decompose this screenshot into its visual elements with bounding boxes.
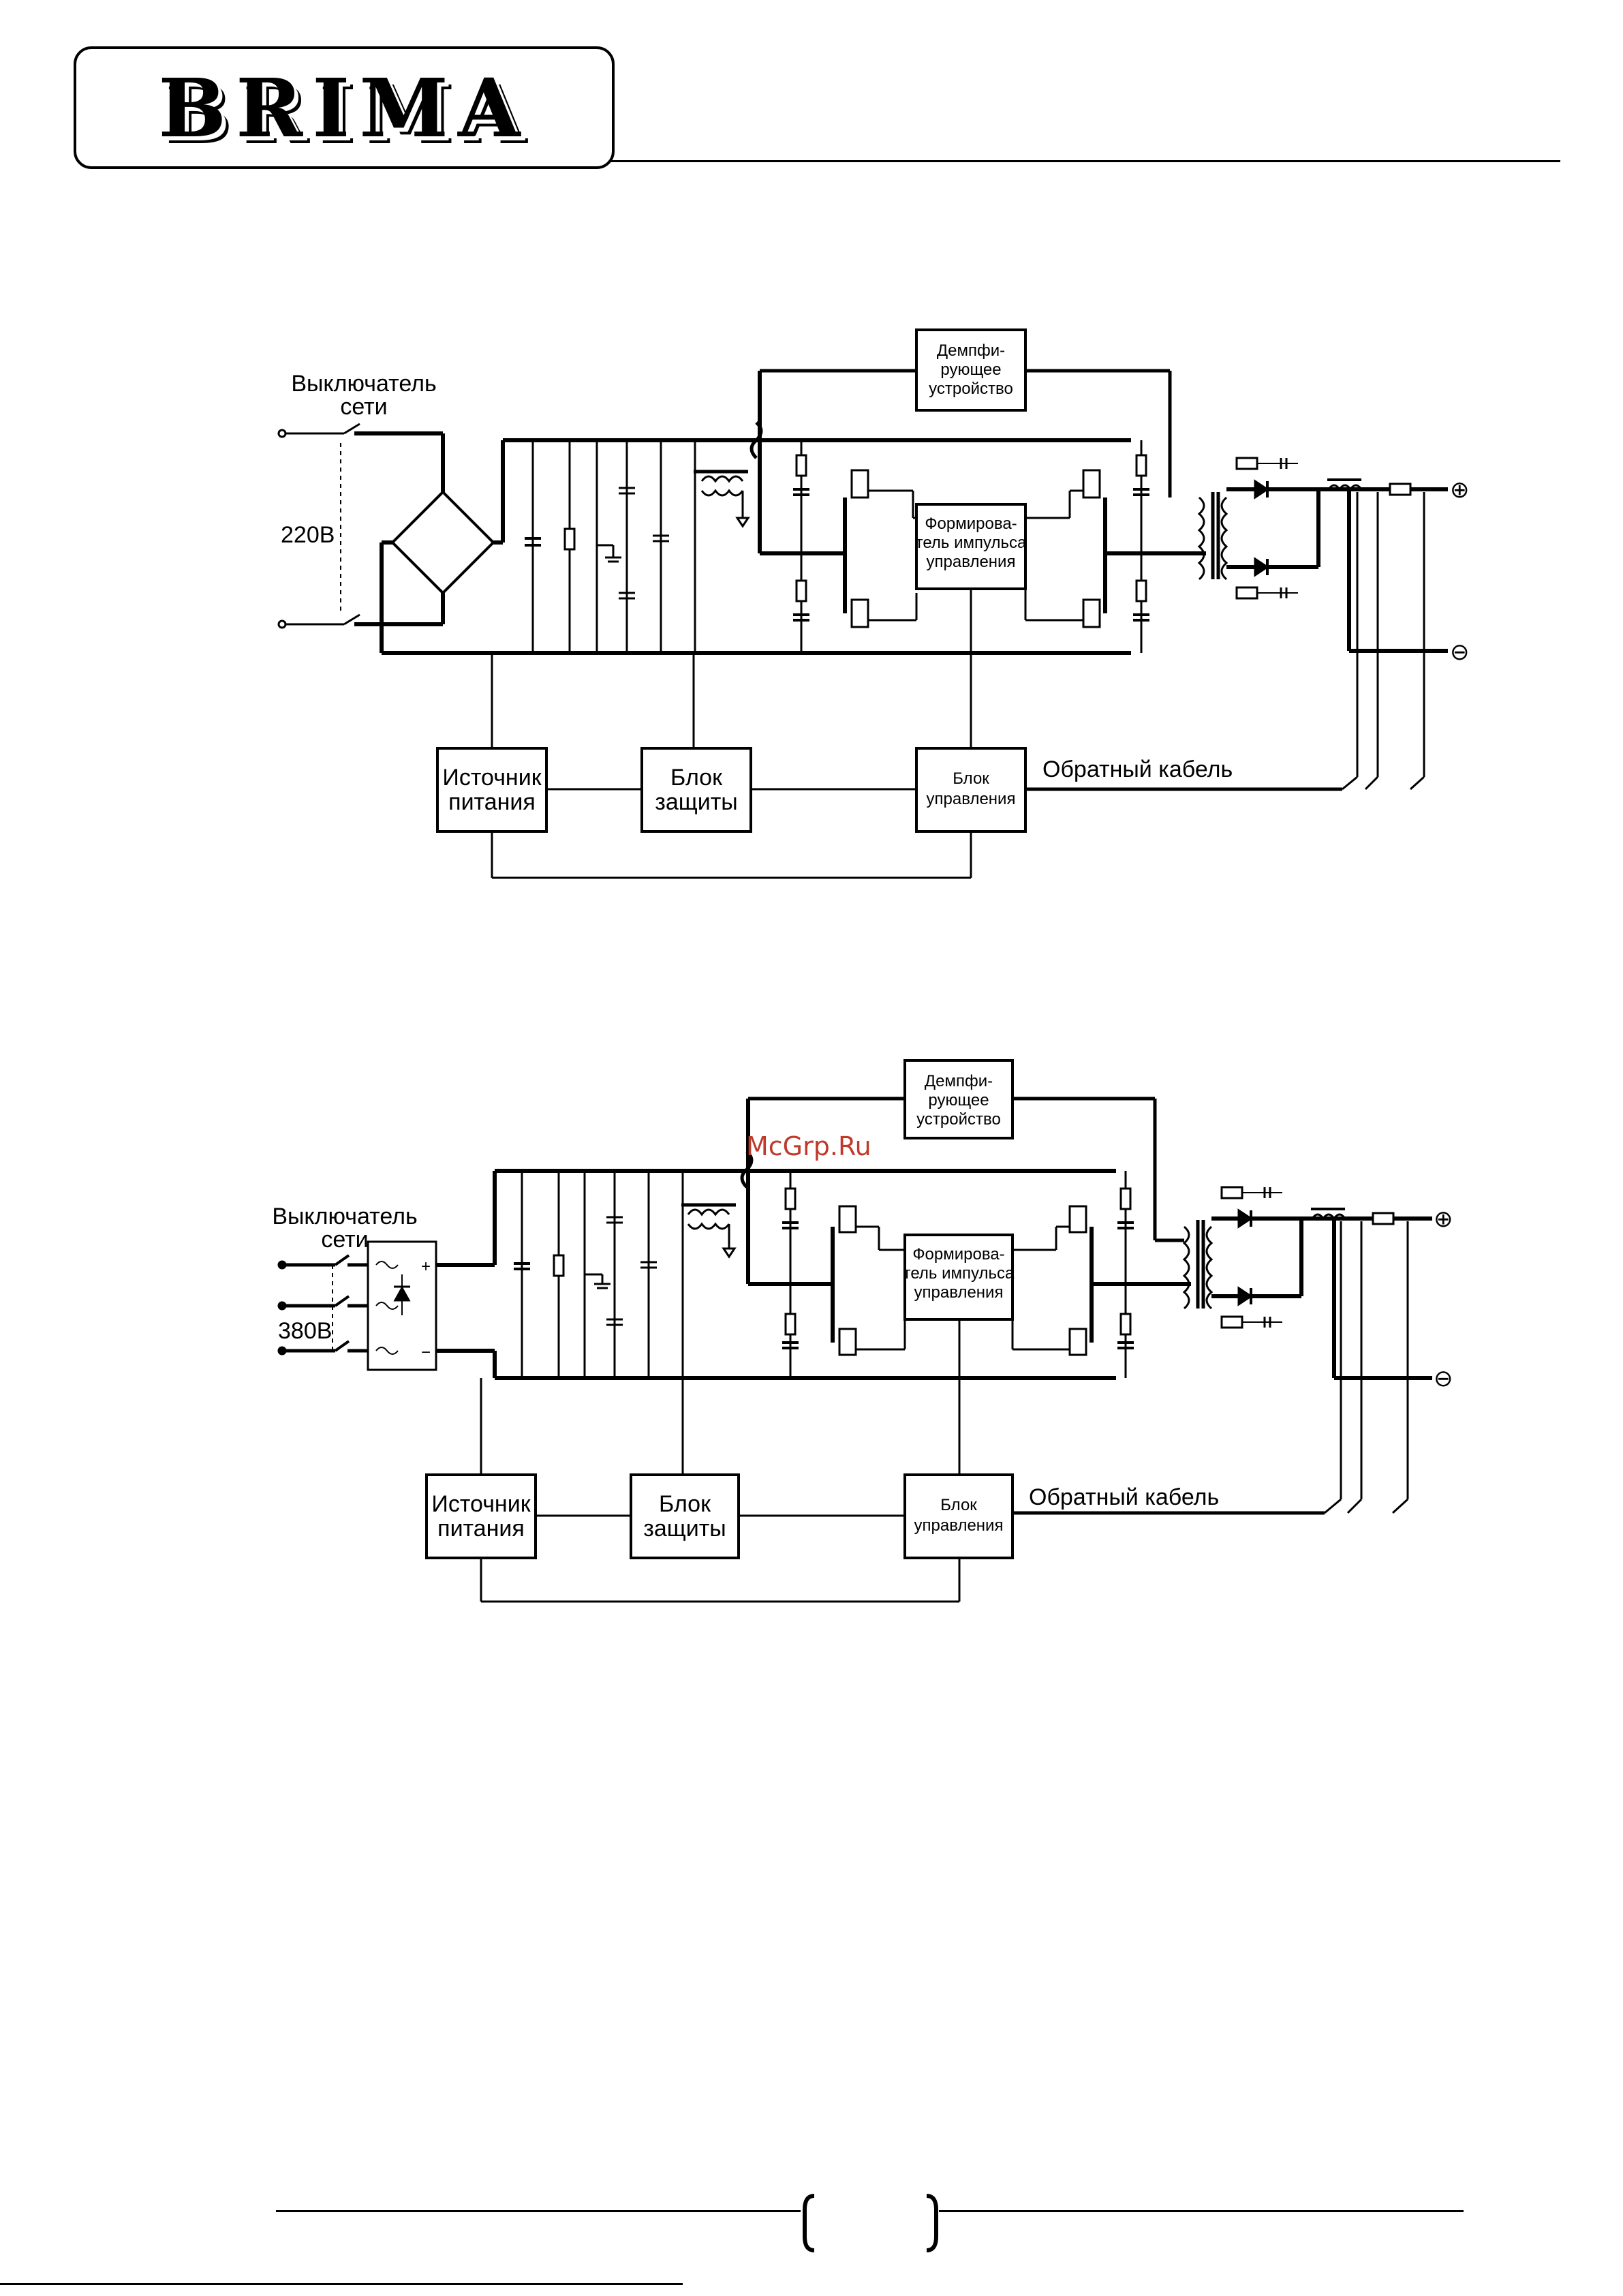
return-cable-label: Обратный кабель — [1042, 756, 1233, 782]
psu-380-line2: питания — [437, 1516, 525, 1542]
switch-label-line1: Выключатель — [291, 371, 436, 397]
damper-380-line1: Демпфи- — [925, 1072, 993, 1090]
driver-380-line1: Формирова- — [912, 1245, 1004, 1264]
damper-label-line3: устройство — [929, 380, 1013, 398]
protection-label-line2: защиты — [655, 789, 737, 815]
driver-380-line2: тель импульса — [903, 1264, 1015, 1283]
brand-logo-text: BRIMA — [158, 60, 530, 155]
bridge-rectifier — [390, 490, 495, 595]
minus-terminal: ⊖ — [1450, 639, 1470, 665]
bridge-minus-label: − — [421, 1343, 431, 1362]
control-label-line2: управления — [927, 790, 1016, 808]
brand-logo: BRIMA — [74, 46, 615, 169]
control-380-line2: управления — [914, 1516, 1004, 1535]
footer-rule-right — [939, 2210, 1464, 2212]
plus-terminal: ⊕ — [1450, 477, 1470, 503]
switch-label-380-line2: сети — [321, 1227, 368, 1253]
driver-label-line1: Формирова- — [925, 515, 1017, 533]
damper-label-line1: Демпфи- — [937, 341, 1005, 360]
protection-380-line1: Блок — [659, 1491, 711, 1517]
switch-contact-1 — [343, 423, 360, 435]
damper-380-line3: устройство — [916, 1110, 1001, 1129]
driver-label-line3: управления — [927, 553, 1016, 571]
three-phase-bridge-box — [367, 1240, 437, 1371]
bottom-rule — [0, 2283, 683, 2285]
switch-label-380-line1: Выключатель — [272, 1204, 417, 1229]
switch-label-line2: сети — [340, 394, 387, 420]
diagram-220v: Выключатель сети 220В Демпфи- рующее уст… — [277, 328, 1470, 879]
psu-label-line2: питания — [448, 789, 536, 815]
protection-380-line2: защиты — [643, 1516, 726, 1542]
voltage-label: 220В — [281, 522, 335, 548]
header-rule — [609, 160, 1560, 162]
protection-label-line1: Блок — [670, 765, 723, 791]
control-380-line1: Блок — [940, 1496, 977, 1514]
plus-terminal-380: ⊕ — [1434, 1206, 1453, 1232]
control-label-line1: Блок — [953, 769, 989, 788]
watermark: McGrp.Ru — [746, 1131, 871, 1161]
driver-380-line3: управления — [914, 1283, 1004, 1302]
bridge-plus-label: + — [421, 1257, 431, 1276]
diagram-380v: Выключатель сети 380В + − Демпфи- рующее… — [272, 1059, 1453, 1603]
driver-label-line2: тель импульса — [916, 534, 1027, 552]
damper-label-line2: рующее — [940, 361, 1001, 379]
return-cable-380: Обратный кабель — [1029, 1484, 1219, 1510]
psu-label-line1: Источник — [442, 765, 542, 791]
voltage-label-380: 380В — [278, 1318, 332, 1344]
damper-380-line2: рующее — [928, 1091, 989, 1109]
minus-terminal-380: ⊖ — [1434, 1366, 1453, 1392]
psu-380-line1: Источник — [431, 1491, 531, 1517]
switch-contact-2 — [343, 613, 360, 626]
footer-rule-left — [276, 2210, 801, 2212]
